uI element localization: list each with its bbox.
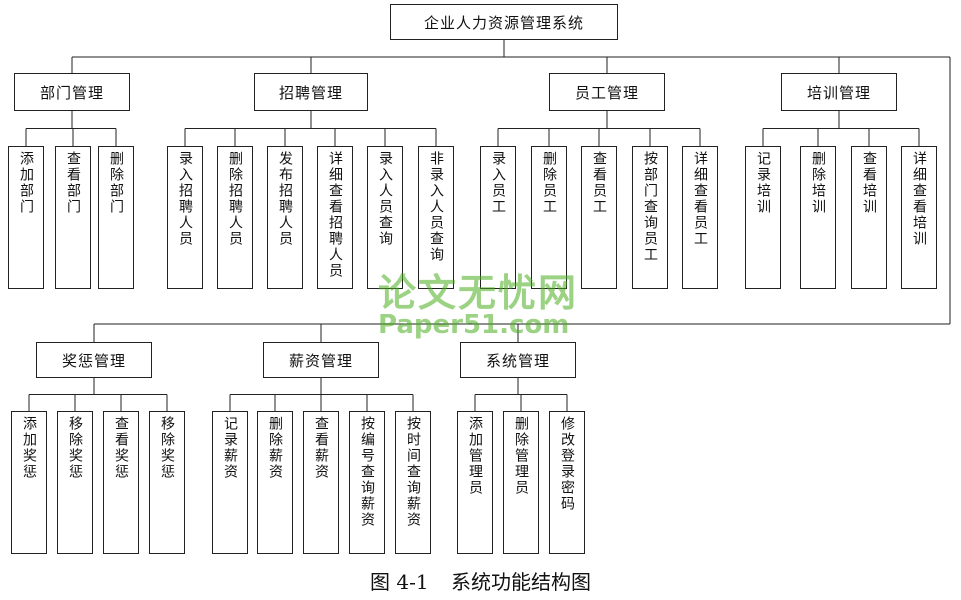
function-node: 详细查看招聘人员 bbox=[317, 146, 353, 289]
function-label: 按部门查询员工 bbox=[642, 151, 658, 263]
function-label: 删除员工 bbox=[541, 151, 557, 215]
module-node: 培训管理 bbox=[781, 73, 897, 111]
function-label: 记录薪资 bbox=[222, 416, 238, 480]
function-label: 查看员工 bbox=[591, 151, 607, 215]
function-label: 发布招聘人员 bbox=[277, 151, 293, 247]
function-label: 按编号查询薪资 bbox=[359, 416, 375, 528]
function-node: 添加奖惩 bbox=[11, 411, 47, 554]
module-node: 系统管理 bbox=[460, 342, 576, 378]
function-label: 详细查看培训 bbox=[911, 151, 927, 247]
function-node: 录入人员查询 bbox=[367, 146, 403, 289]
function-node: 按部门查询员工 bbox=[632, 146, 668, 289]
function-node: 删除招聘人员 bbox=[217, 146, 253, 289]
function-node: 查看奖惩 bbox=[103, 411, 139, 554]
module-node: 部门管理 bbox=[14, 73, 130, 111]
root-label: 企业人力资源管理系统 bbox=[423, 13, 584, 32]
function-node: 删除管理员 bbox=[503, 411, 539, 554]
function-node: 发布招聘人员 bbox=[267, 146, 303, 289]
function-node: 按时间查询薪资 bbox=[395, 411, 431, 554]
module-node: 员工管理 bbox=[549, 73, 665, 111]
module-node: 奖惩管理 bbox=[36, 342, 152, 378]
function-label: 删除薪资 bbox=[267, 416, 283, 480]
function-node: 删除员工 bbox=[531, 146, 567, 289]
function-label: 删除招聘人员 bbox=[227, 151, 243, 247]
function-label: 修改登录密码 bbox=[559, 416, 575, 512]
function-node: 移除奖惩 bbox=[57, 411, 93, 554]
function-label: 删除管理员 bbox=[513, 416, 529, 496]
function-label: 查看奖惩 bbox=[113, 416, 129, 480]
function-label: 详细查看招聘人员 bbox=[327, 151, 343, 279]
function-node: 移除奖惩 bbox=[149, 411, 185, 554]
module-label: 薪资管理 bbox=[288, 351, 353, 370]
module-node: 招聘管理 bbox=[254, 73, 368, 111]
function-node: 删除培训 bbox=[800, 146, 836, 289]
watermark-en: Paper51.com bbox=[378, 310, 570, 340]
function-label: 查看部门 bbox=[65, 151, 81, 215]
function-node: 查看薪资 bbox=[303, 411, 339, 554]
function-node: 查看员工 bbox=[581, 146, 617, 289]
figure-title: 系统功能结构图 bbox=[450, 570, 591, 594]
function-label: 添加奖惩 bbox=[21, 416, 37, 480]
function-label: 移除奖惩 bbox=[67, 416, 83, 480]
module-label: 奖惩管理 bbox=[61, 351, 126, 370]
function-node: 详细查看培训 bbox=[901, 146, 937, 289]
function-label: 删除部门 bbox=[108, 151, 124, 215]
function-node: 删除薪资 bbox=[257, 411, 293, 554]
function-node: 按编号查询薪资 bbox=[349, 411, 385, 554]
function-node: 非录入人员查询 bbox=[418, 146, 454, 289]
function-node: 删除部门 bbox=[98, 146, 134, 289]
module-label: 招聘管理 bbox=[278, 83, 343, 102]
function-node: 记录培训 bbox=[745, 146, 781, 289]
figure-number: 图 4-1 bbox=[370, 570, 429, 594]
module-node: 薪资管理 bbox=[263, 342, 379, 378]
function-node: 添加部门 bbox=[8, 146, 44, 289]
function-node: 录入招聘人员 bbox=[167, 146, 203, 289]
function-label: 按时间查询薪资 bbox=[405, 416, 421, 528]
function-node: 记录薪资 bbox=[212, 411, 248, 554]
watermark-cn: 论文无忧网 bbox=[378, 271, 579, 315]
function-label: 录入员工 bbox=[490, 151, 506, 215]
function-label: 移除奖惩 bbox=[159, 416, 175, 480]
function-label: 查看薪资 bbox=[313, 416, 329, 480]
function-label: 录入人员查询 bbox=[377, 151, 393, 247]
function-node: 修改登录密码 bbox=[549, 411, 585, 554]
function-node: 录入员工 bbox=[480, 146, 516, 289]
function-label: 添加管理员 bbox=[467, 416, 483, 496]
function-label: 录入招聘人员 bbox=[177, 151, 193, 247]
root-node: 企业人力资源管理系统 bbox=[390, 4, 618, 40]
function-label: 添加部门 bbox=[18, 151, 34, 215]
module-label: 系统管理 bbox=[485, 351, 550, 370]
function-node: 详细查看员工 bbox=[682, 146, 718, 289]
module-label: 培训管理 bbox=[806, 83, 871, 102]
figure-caption: 图 4-1 系统功能结构图 bbox=[0, 566, 961, 595]
module-label: 员工管理 bbox=[574, 83, 639, 102]
function-label: 删除培训 bbox=[810, 151, 826, 215]
function-node: 查看部门 bbox=[55, 146, 91, 289]
function-label: 记录培训 bbox=[755, 151, 771, 215]
function-node: 添加管理员 bbox=[457, 411, 493, 554]
function-label: 非录入人员查询 bbox=[428, 151, 444, 263]
function-node: 查看培训 bbox=[851, 146, 887, 289]
module-label: 部门管理 bbox=[39, 83, 104, 102]
function-label: 查看培训 bbox=[861, 151, 877, 215]
function-label: 详细查看员工 bbox=[692, 151, 708, 247]
